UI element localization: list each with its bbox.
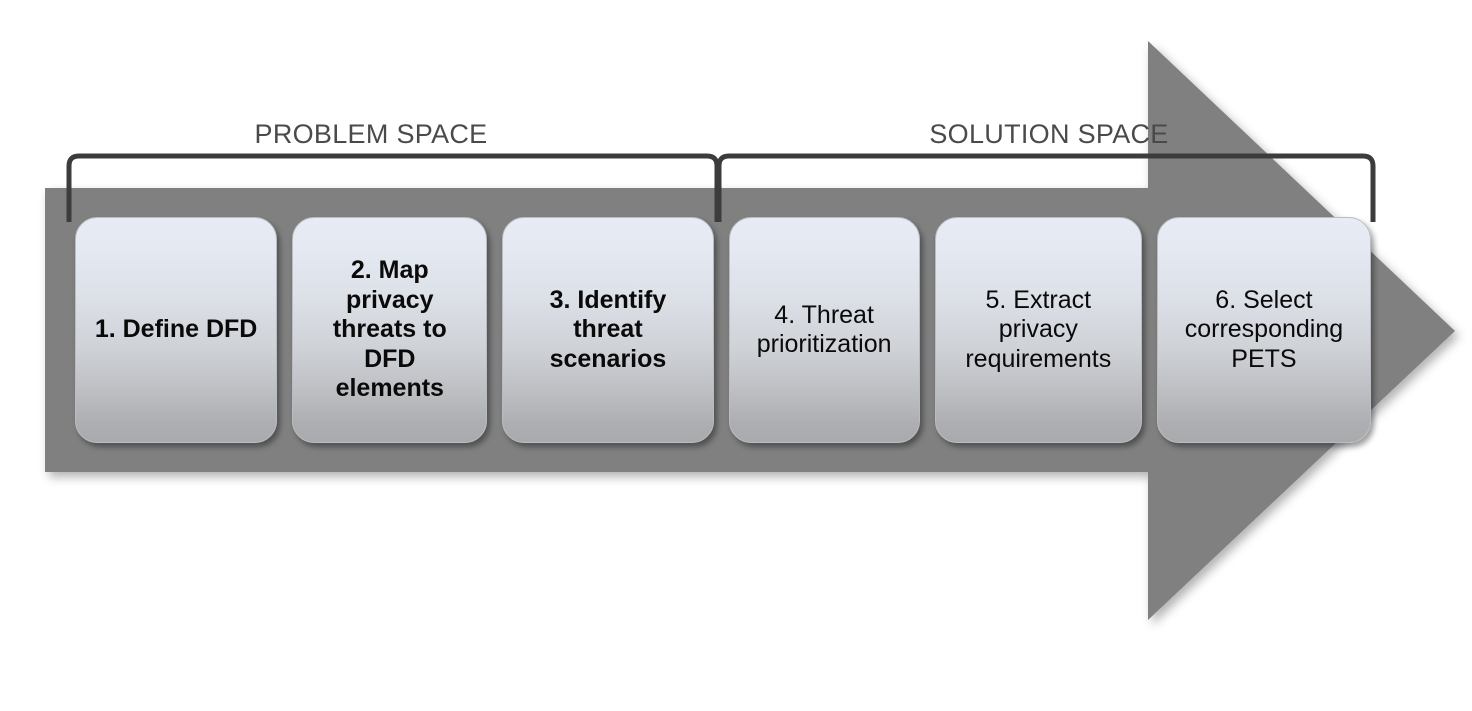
step-label-6: 6. Select corresponding PETS [1184, 285, 1344, 373]
step-label-5: 5. Extract privacy requirements [965, 285, 1112, 373]
step-box-4[interactable]: 4. Threat prioritization [728, 217, 920, 443]
bracket-problem-space [66, 153, 720, 222]
bracket-solution-space [716, 153, 1376, 222]
step-box-1[interactable]: 1. Define DFD [75, 217, 278, 443]
step-box-3[interactable]: 3. Identify threat scenarios [502, 217, 714, 443]
step-list: 1. Define DFD 2. Map privacy threats to … [75, 217, 1371, 443]
step-label-4: 4. Threat prioritization [756, 300, 892, 359]
step-box-6[interactable]: 6. Select corresponding PETS [1156, 217, 1371, 443]
step-label-3: 3. Identify threat scenarios [549, 285, 667, 373]
step-box-2[interactable]: 2. Map privacy threats to DFD elements [292, 217, 488, 443]
step-label-1: 1. Define DFD [94, 315, 258, 344]
phase-label-problem-space: PROBLEM SPACE [254, 119, 488, 149]
phase-label-solution-space: SOLUTION SPACE [929, 119, 1169, 149]
step-box-5[interactable]: 5. Extract privacy requirements [934, 217, 1142, 443]
step-label-2: 2. Map privacy threats to DFD elements [332, 256, 447, 403]
